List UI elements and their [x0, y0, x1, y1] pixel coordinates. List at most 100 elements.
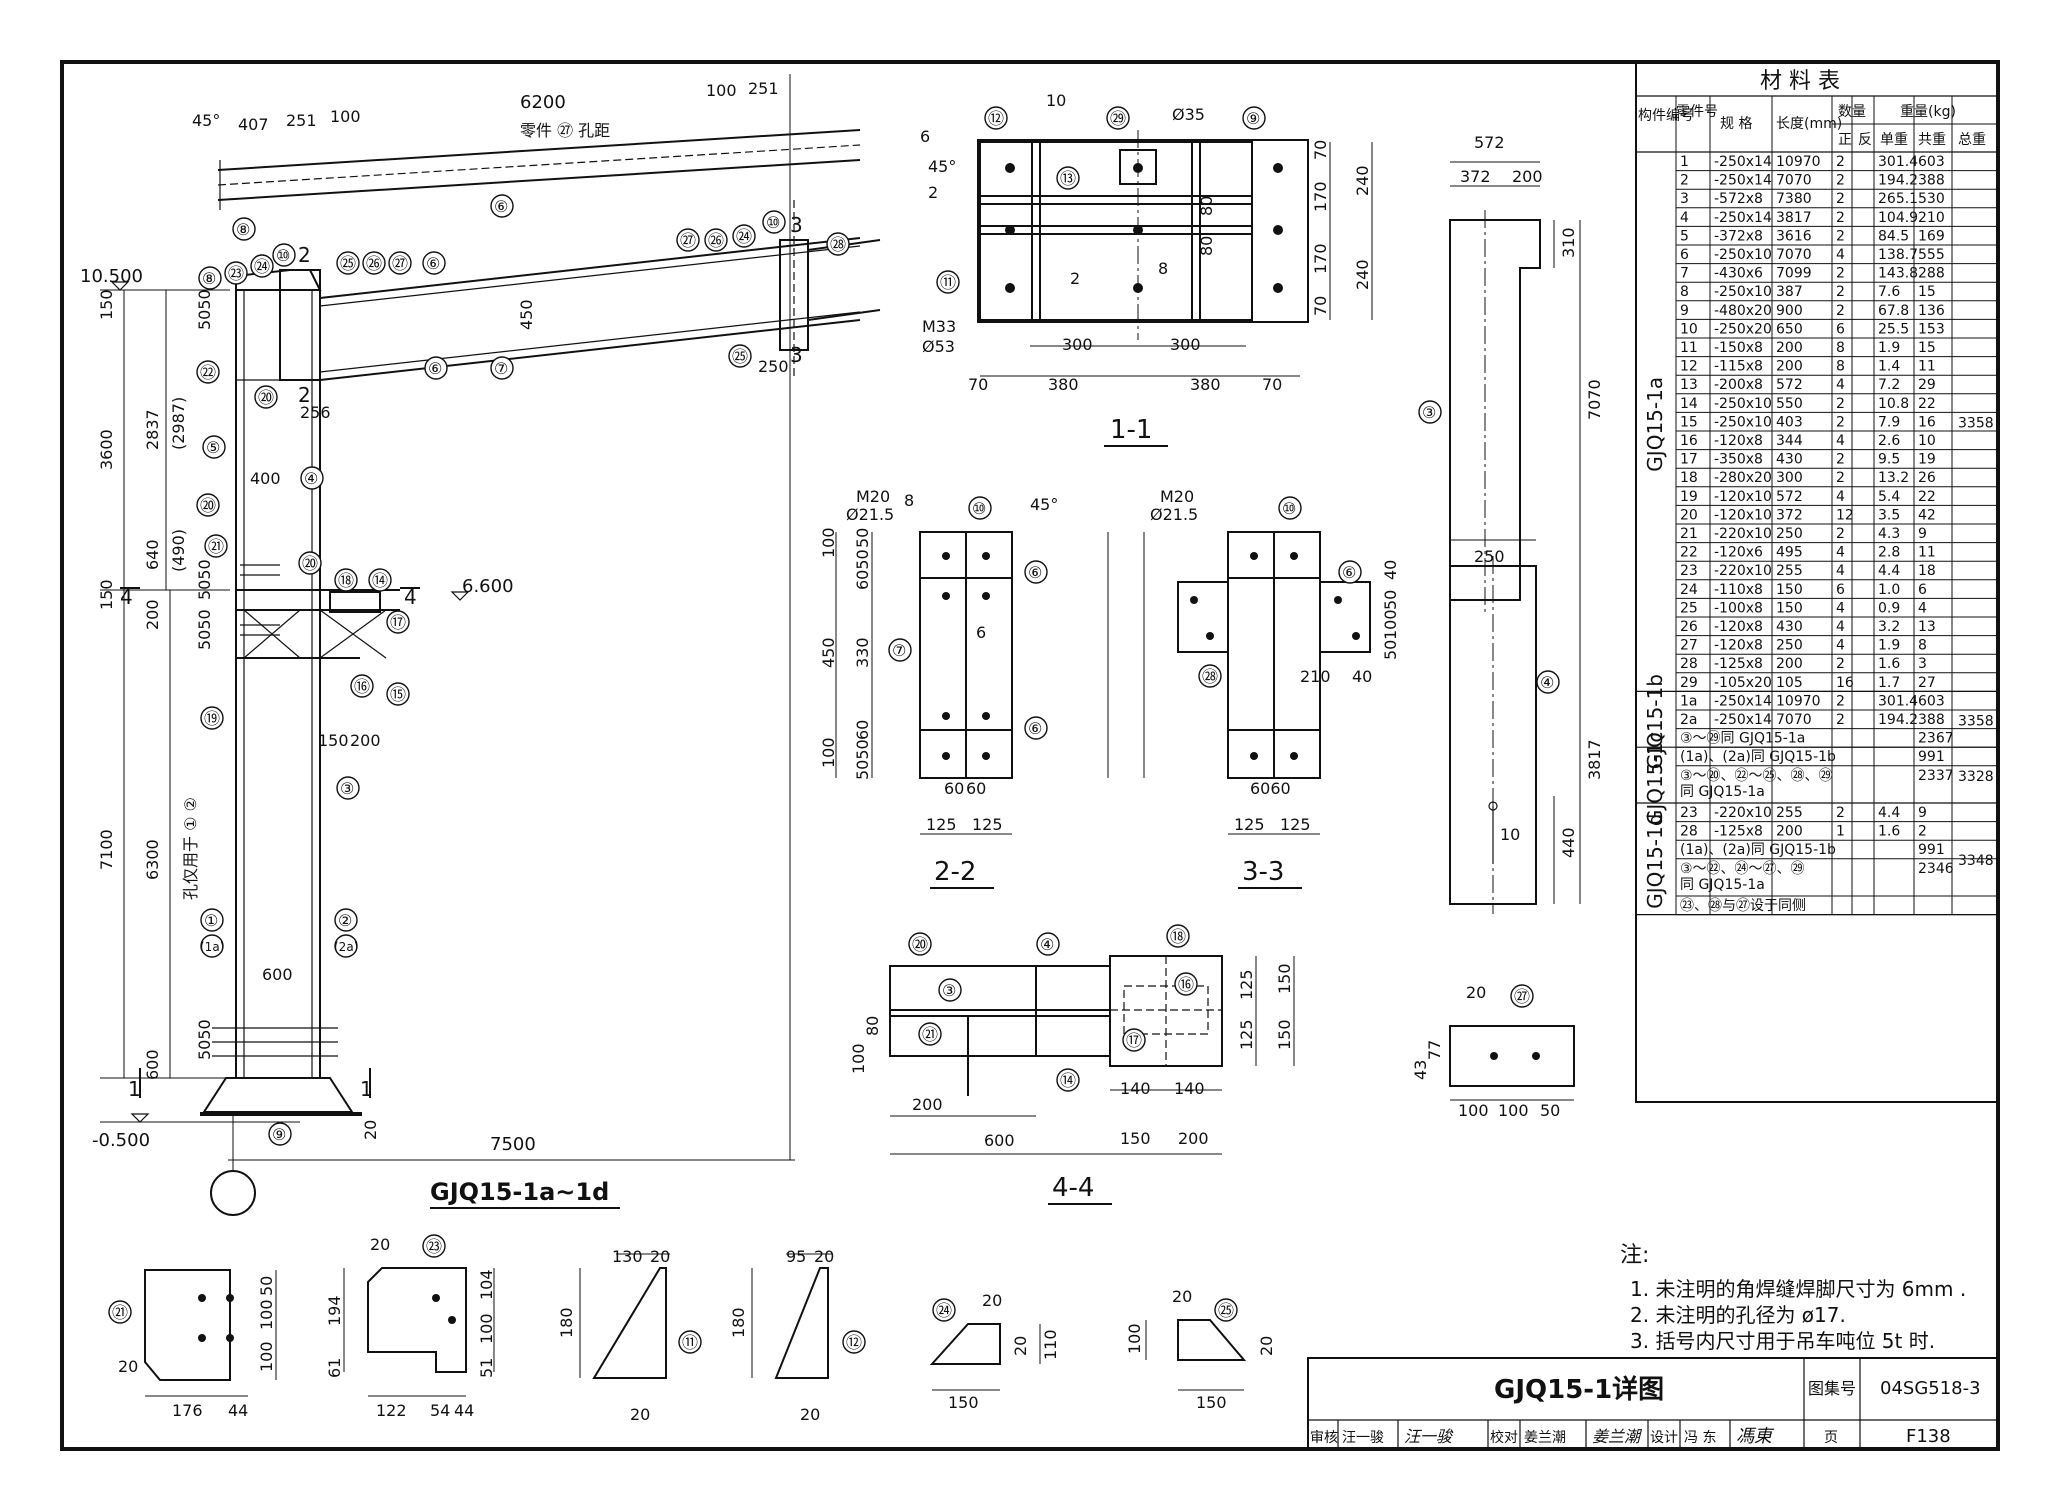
dim-bolt-c: 5050: [195, 609, 214, 650]
designer-name: 冯 东: [1684, 1430, 1716, 1446]
svg-text:⑧: ⑧: [202, 269, 216, 288]
table-cell: 8: [1836, 340, 1845, 356]
plate-27-detail: 20 43 77 100 100 50 ㉗: [1411, 983, 1575, 1120]
p12-dim-20b: 20: [800, 1405, 820, 1424]
s44-dim-140a: 140: [1120, 1079, 1151, 1098]
dim-left-6300: 6300: [143, 839, 162, 880]
table-cell: 5.4: [1878, 489, 1900, 505]
table-cell: 6: [1836, 582, 1845, 598]
s44-dim-200b: 200: [912, 1095, 943, 1114]
part-bubble: (1a): [200, 934, 224, 958]
s11-dim-240b: 240: [1353, 259, 1372, 290]
part-bubble: ③: [938, 978, 962, 1002]
p21-dim-100b: 100: [257, 1341, 276, 1372]
part-bubble: ⑩: [272, 243, 296, 267]
svg-text:㉑: ㉑: [208, 537, 224, 556]
table-cell: 4: [1836, 489, 1845, 505]
part-bubble: ㉗: [676, 228, 700, 252]
table-cell: 2: [1836, 154, 1845, 170]
table-cell: 200: [1776, 656, 1803, 672]
table-note: ③～㉙同 GJQ15-1a: [1680, 731, 1805, 747]
section-mark-4-right: 4: [404, 585, 417, 609]
table-cell: 7380: [1776, 191, 1812, 207]
table-cell: -250x10: [1714, 247, 1772, 263]
svg-text:④: ④: [1040, 935, 1054, 954]
dim-left-200: 200: [143, 599, 162, 630]
hdr-spec: 规 格: [1720, 116, 1752, 132]
table-cell: 4: [1836, 545, 1845, 561]
table-cell: -220x10: [1714, 526, 1772, 542]
table-title: 材 料 表: [1760, 69, 1840, 94]
review-label: 审核: [1310, 1430, 1338, 1446]
part-bubble: ⑱: [334, 568, 358, 592]
table-cell: 1: [1680, 154, 1689, 170]
p21-dim-176: 176: [172, 1401, 203, 1420]
hdr-qty-pos: 正: [1838, 132, 1852, 148]
part-bubble: ⑪: [936, 270, 960, 294]
note-1: 1. 未注明的角焊缝焊脚尺寸为 6mm .: [1630, 1277, 1966, 1301]
table-cell: 265.1: [1878, 191, 1918, 207]
p21-dim-20: 20: [118, 1357, 138, 1376]
table-cell: 1.4: [1878, 359, 1900, 375]
p12-dim-20a: 20: [814, 1247, 834, 1266]
table-cell: 2.6: [1878, 433, 1900, 449]
p24-dim-20a: 20: [982, 1291, 1002, 1310]
svg-text:⑰: ⑰: [1126, 1031, 1142, 1050]
table-cell: -125x8: [1714, 656, 1763, 672]
table-cell: 26: [1680, 619, 1698, 635]
dim-left-3600: 3600: [97, 429, 116, 470]
table-cell: -250x10: [1714, 414, 1772, 430]
table-note: (1a)、(2a)同 GJQ15-1b: [1680, 842, 1836, 858]
table-cell: 4: [1836, 247, 1845, 263]
svg-text:⑥: ⑥: [494, 197, 508, 216]
table-cell: 387: [1776, 284, 1803, 300]
svg-text:⑭: ⑭: [1060, 1071, 1076, 1090]
part-bubble: ④: [300, 466, 324, 490]
table-cell: 1.6: [1878, 824, 1900, 840]
table-cell: -110x8: [1714, 582, 1763, 598]
plate4-dim-3817: 3817: [1585, 739, 1604, 780]
part-bubble: ⑪: [678, 1330, 702, 1354]
svg-text:(1a): (1a): [200, 940, 224, 954]
table-cell: 15: [1680, 414, 1698, 430]
table-cell: 650: [1776, 321, 1803, 337]
table-cell: -220x10: [1714, 563, 1772, 579]
table-cell: 1.0: [1878, 582, 1900, 598]
svg-text:⑳: ⑳: [912, 935, 928, 954]
table-cell: 603: [1918, 693, 1945, 709]
table-cell: 1a: [1680, 693, 1698, 709]
part-bubble: ⑯: [350, 674, 374, 698]
part-bubble: ⑦: [888, 638, 912, 662]
table-note: 同 GJQ15-1a: [1680, 877, 1765, 893]
svg-text:⑫: ⑫: [846, 1333, 862, 1352]
table-cell: 26: [1918, 470, 1936, 486]
svg-text:㉖: ㉖: [708, 231, 724, 250]
svg-text:⑱: ⑱: [1170, 927, 1186, 946]
p12-dim-180: 180: [729, 1307, 748, 1338]
table-cell: 18: [1918, 563, 1936, 579]
table-cell: 194.2: [1878, 712, 1918, 728]
atlas-no: 04SG518-3: [1880, 1378, 1981, 1399]
grand-total: 3358: [1958, 416, 1994, 432]
s11-dim-170a: 170: [1311, 181, 1330, 212]
part-bubble: ⑭: [1056, 1068, 1080, 1092]
table-cell: 150: [1776, 582, 1803, 598]
part-bubble: ⑲: [200, 706, 224, 730]
p25-dim-100: 100: [1125, 1323, 1144, 1354]
table-cell: 9: [1918, 805, 1927, 821]
table-cell: 2: [1918, 824, 1927, 840]
part-bubble: ③: [1418, 400, 1442, 424]
part-bubble: ⑳: [254, 385, 278, 409]
part-bubble: ㉖: [704, 228, 728, 252]
part-bubble: ㉗: [388, 251, 412, 275]
s11-dim-240a: 240: [1353, 165, 1372, 196]
table-cell: 255: [1776, 805, 1803, 821]
table-cell: 2: [1680, 173, 1689, 189]
plate27-dim-100b: 100: [1498, 1101, 1529, 1120]
s44-dim-150c: 150: [1120, 1129, 1151, 1148]
table-cell: 10: [1680, 321, 1698, 337]
member-name: GJQ15-1d: [1643, 814, 1667, 909]
table-cell: 3.5: [1878, 507, 1900, 523]
s22-dim-100b: 100: [819, 737, 838, 768]
table-cell: 22: [1680, 545, 1698, 561]
